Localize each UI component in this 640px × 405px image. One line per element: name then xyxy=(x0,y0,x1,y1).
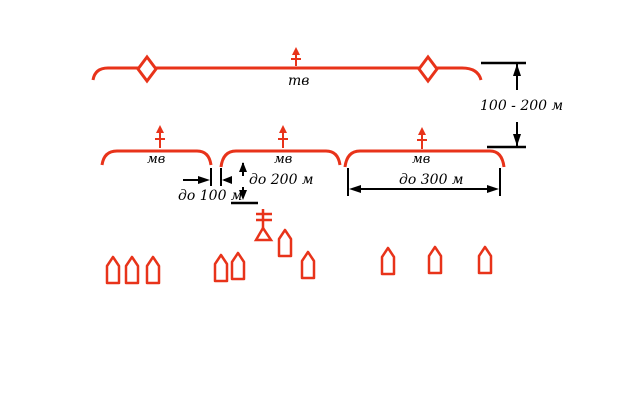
arrow-cross-icon xyxy=(417,127,427,149)
arrow-cross-icon xyxy=(278,125,288,148)
boat-icon xyxy=(477,245,493,275)
main-line-label: тв xyxy=(288,73,310,89)
center-group-label: мв xyxy=(274,152,293,167)
right-group-line xyxy=(343,149,506,168)
left-group-line xyxy=(100,149,213,166)
interval-dimension-small xyxy=(183,168,232,186)
interval-mid-label: до 200 м xyxy=(249,172,314,188)
depth-range-label: 100 - 200 м xyxy=(480,98,564,114)
boat-icon xyxy=(427,245,443,275)
boat-icon xyxy=(145,255,161,285)
interval-dimension-mid xyxy=(231,162,258,205)
depth-dimension xyxy=(481,61,526,149)
diamond-icon xyxy=(417,54,439,84)
vehicles xyxy=(105,228,493,285)
left-group-label: мв xyxy=(147,152,166,167)
boat-icon xyxy=(380,246,396,276)
boat-icon xyxy=(213,253,229,283)
front-width-label: до 300 м xyxy=(399,172,464,188)
boat-icon xyxy=(230,251,246,281)
boat-icon xyxy=(277,228,293,258)
boat-icon xyxy=(124,255,140,285)
arrow-cross-icon xyxy=(155,125,165,148)
command-post-icon xyxy=(253,209,274,242)
front-width-dimension xyxy=(347,168,501,196)
diamond-icon xyxy=(136,54,158,84)
arrow-cross-icon xyxy=(291,47,301,66)
interval-small-label: до 100 м xyxy=(178,188,243,204)
center-group-line xyxy=(219,149,342,168)
boat-icon xyxy=(300,250,316,280)
right-group-label: мв xyxy=(412,152,431,167)
main-line xyxy=(91,66,483,81)
boat-icon xyxy=(105,255,121,285)
